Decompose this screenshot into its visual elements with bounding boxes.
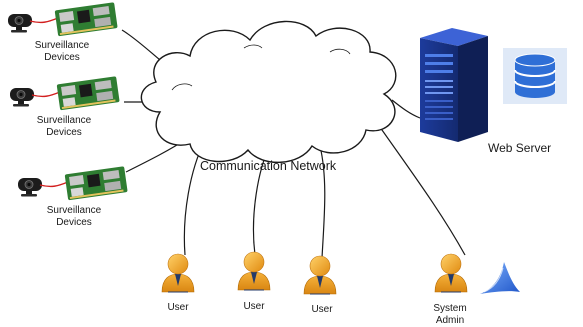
- wire-server: [391, 99, 421, 119]
- wire-user-3: [319, 145, 326, 259]
- user-2: User: [237, 251, 271, 312]
- device-label-line2: Devices: [56, 217, 92, 228]
- user-3: User: [303, 255, 337, 315]
- camera-board-icon: [9, 75, 121, 112]
- device-label-line2: Devices: [44, 52, 80, 63]
- communication-network-cloud: [140, 20, 397, 163]
- user-icon: [161, 253, 195, 293]
- surveillance-device-2: Surveillance Devices: [9, 75, 121, 138]
- admin-label-line2: Admin: [436, 315, 464, 326]
- user-label: User: [311, 304, 333, 315]
- user-1: User: [161, 253, 195, 313]
- wire-admin: [374, 119, 466, 256]
- user-label: User: [243, 301, 265, 312]
- camera-board-icon: [17, 165, 129, 202]
- user-icon: [303, 255, 337, 295]
- user-icon: [434, 253, 468, 293]
- connections: [121, 29, 466, 259]
- web-server: Web Server: [420, 28, 567, 155]
- device-label-line2: Devices: [46, 127, 82, 138]
- device-label-line1: Surveillance: [47, 205, 102, 216]
- system-admin: System Admin: [433, 253, 520, 326]
- admin-label-line1: System: [433, 303, 466, 314]
- user-icon: [237, 251, 271, 291]
- device-label-line1: Surveillance: [37, 115, 92, 126]
- wire-device-1: [121, 29, 161, 61]
- camera-board-icon: [7, 1, 119, 38]
- database-icon: [503, 48, 567, 104]
- user-label: User: [167, 302, 189, 313]
- surveillance-device-1: Surveillance Devices: [7, 1, 119, 63]
- wireshark-fin-icon: [480, 262, 520, 294]
- surveillance-device-3: Surveillance Devices: [17, 165, 129, 228]
- web-server-label: Web Server: [488, 141, 551, 155]
- server-rack-icon: [420, 28, 488, 142]
- device-label-line1: Surveillance: [35, 40, 90, 51]
- network-label: Communication Network: [200, 159, 337, 173]
